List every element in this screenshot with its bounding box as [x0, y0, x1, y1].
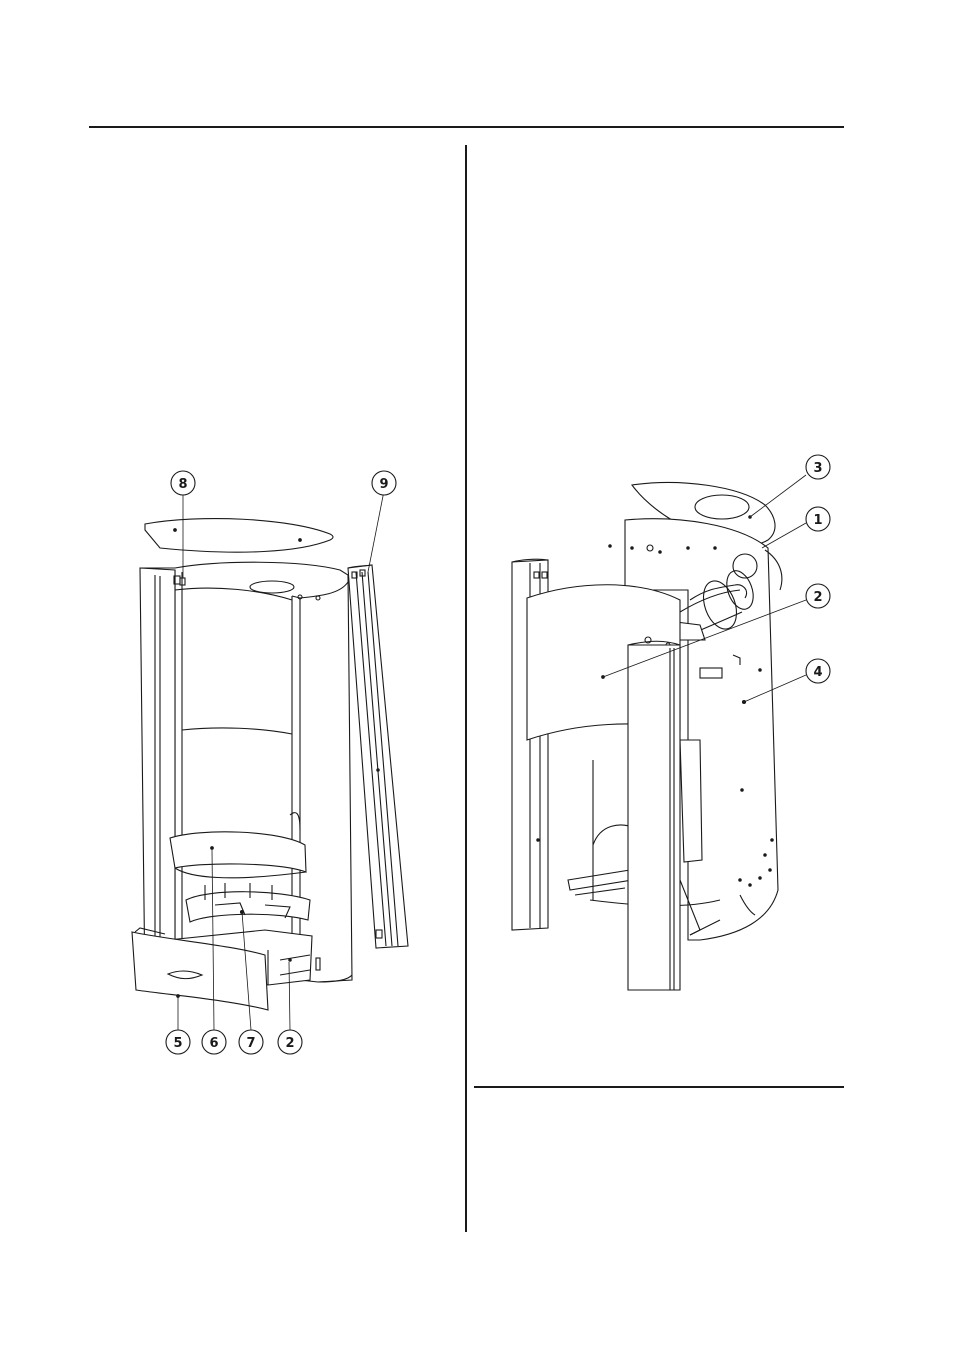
right-side-panel	[628, 641, 680, 990]
callout-6-label: 6	[209, 1036, 218, 1051]
right-side-panel-9	[348, 565, 408, 948]
left-exploded-diagram	[132, 491, 408, 1030]
callout-2-left-label: 2	[285, 1036, 294, 1051]
callout-7-label: 7	[246, 1036, 255, 1051]
callout-1: 1	[806, 507, 830, 531]
callout-3-label: 3	[813, 461, 822, 476]
callout-2-right: 2	[806, 584, 830, 608]
callout-1-label: 1	[813, 513, 822, 528]
callout-4: 4	[806, 659, 830, 683]
callout-2-left: 2	[278, 1030, 302, 1054]
callout-5-label: 5	[173, 1036, 182, 1051]
left-side-panel	[140, 568, 185, 988]
callout-8: 8	[171, 471, 195, 495]
grate-tray-7	[186, 883, 310, 922]
callout-6: 6	[202, 1030, 226, 1054]
baffle-plate-6	[170, 813, 306, 878]
callout-8-label: 8	[178, 477, 187, 492]
callout-9-label: 9	[379, 477, 388, 492]
callout-3: 3	[806, 455, 830, 479]
top-cover-plate	[145, 519, 333, 553]
callout-7: 7	[239, 1030, 263, 1054]
callout-4-label: 4	[813, 665, 822, 680]
callout-5: 5	[166, 1030, 190, 1054]
callout-2-right-label: 2	[813, 590, 822, 605]
right-exploded-diagram	[512, 475, 806, 990]
callout-9: 9	[372, 471, 396, 495]
